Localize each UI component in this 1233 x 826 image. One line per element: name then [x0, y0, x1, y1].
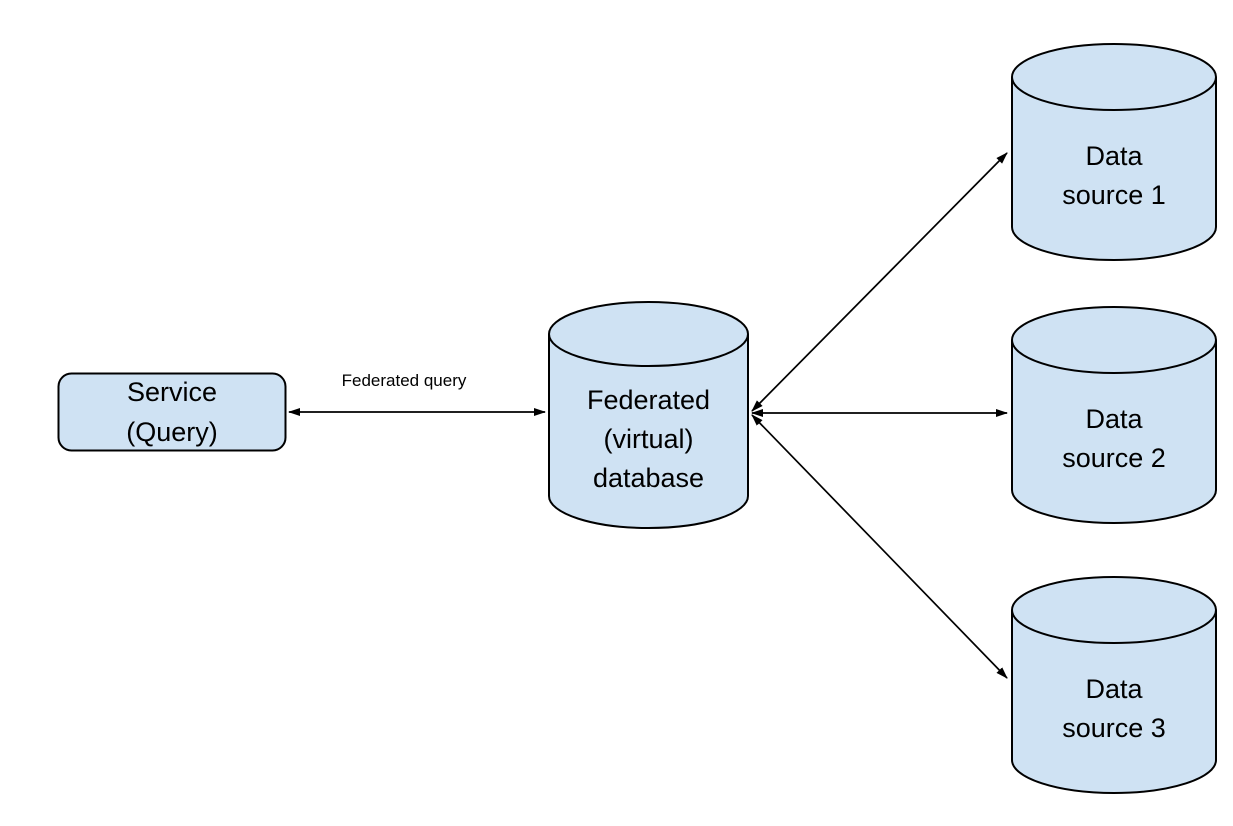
cylinder-top-shape: [548, 301, 749, 367]
data-source-1-node-label: Data source 1: [1062, 141, 1166, 210]
edge-federated-db-ds3: [751, 414, 1008, 679]
cylinder-body-shape: [1011, 77, 1217, 261]
federated-database-node[interactable]: Federated (virtual) database: [547, 300, 750, 530]
data-source-2-node[interactable]: Data source 2: [1010, 305, 1218, 525]
cylinder-body-shape: [1011, 340, 1217, 524]
edge-federated-db-ds1: [751, 152, 1008, 412]
service-node[interactable]: Service (Query): [57, 372, 287, 452]
federated-query-edge-label: Federated query: [341, 371, 467, 390]
cylinder-top-shape: [1011, 306, 1217, 374]
cylinder-body-shape: [1011, 610, 1217, 794]
service-node-label: Service (Query): [126, 377, 218, 447]
data-source-3-node[interactable]: Data source 3: [1010, 575, 1218, 795]
cylinder-body-shape: [548, 334, 749, 529]
cylinder-top-shape: [1011, 576, 1217, 644]
data-source-2-node-label: Data source 2: [1062, 404, 1166, 473]
data-source-1-node[interactable]: Data source 1: [1010, 42, 1218, 262]
rounded-rect-shape: [57, 372, 287, 452]
data-source-3-node-label: Data source 3: [1062, 674, 1166, 743]
federated-database-node-label: Federated (virtual) database: [586, 384, 711, 493]
cylinder-top-shape: [1011, 43, 1217, 111]
